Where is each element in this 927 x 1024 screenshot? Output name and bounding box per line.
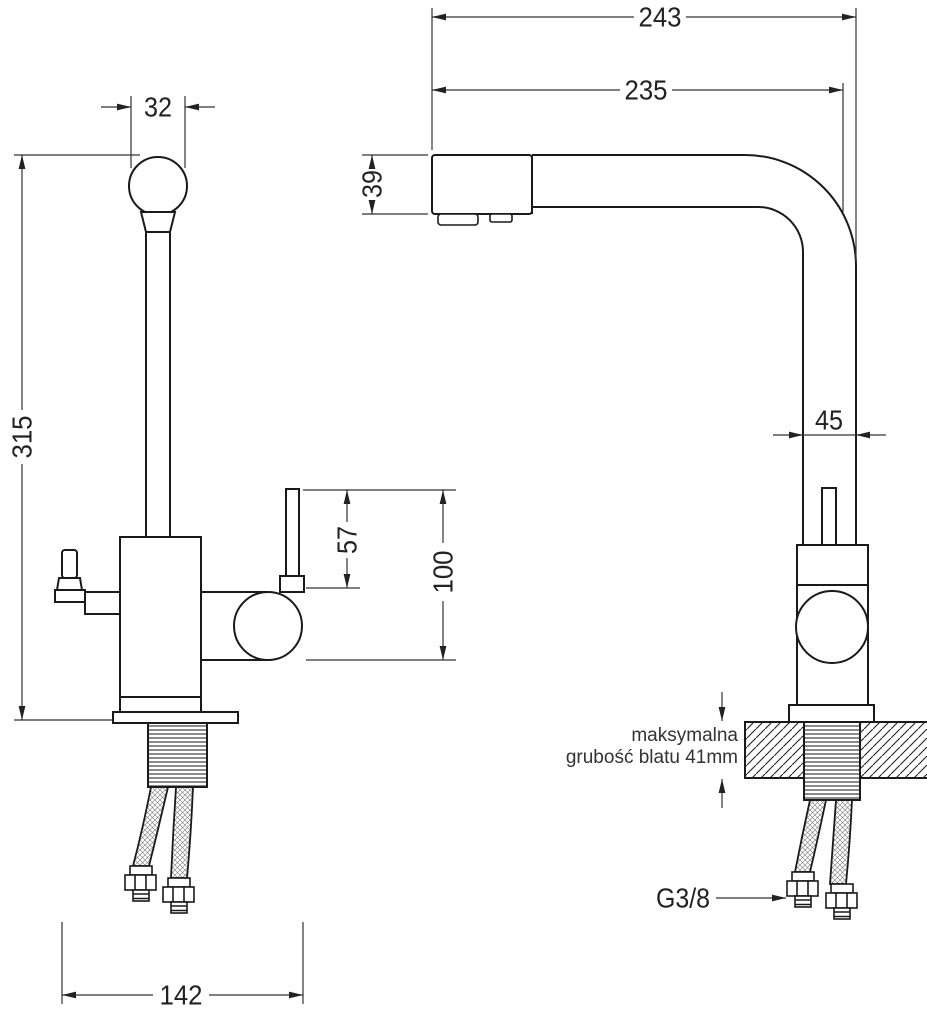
hose-connector	[786, 871, 819, 908]
dim-spout-height-label: 39	[357, 170, 388, 198]
supply-hose	[829, 799, 853, 885]
connector-nut-facets	[796, 881, 809, 896]
dimension-lines	[14, 8, 886, 1004]
dim-reach-outer-label: 243	[639, 2, 682, 33]
dim-outlet-total-label: 100	[428, 551, 459, 594]
connector-ferrule	[167, 877, 191, 888]
counter-thickness-note-line1: maksymalna	[631, 725, 738, 746]
aerator-nub	[489, 213, 513, 223]
supply-hose	[131, 786, 170, 867]
connector-nut	[162, 886, 195, 903]
dimension-labels: 32 315 57 100 142 243 235 39 45 maksymal…	[7, 2, 844, 1011]
swivel-joint-side	[795, 590, 869, 664]
outlet-pipe	[285, 488, 300, 577]
threaded-shank-side	[803, 721, 861, 801]
handle-stick	[821, 487, 837, 545]
riser-pipe	[145, 232, 171, 537]
hose-connector	[124, 865, 157, 902]
countertop-hatch	[860, 723, 927, 777]
dim-base-spread-label: 142	[160, 980, 203, 1011]
connector-nut	[124, 874, 157, 891]
lever-flare	[55, 577, 84, 591]
connector-nut-facets	[134, 875, 147, 890]
connector-thread-lines	[171, 905, 187, 912]
thread-size-label: G3/8	[656, 883, 710, 914]
mounting-flange-side	[788, 704, 875, 723]
supply-hose	[170, 786, 194, 879]
lever-boss	[84, 591, 121, 615]
mounting-flange	[112, 711, 239, 724]
connector-ferrule	[129, 865, 153, 876]
dim-reach-inner-label: 235	[625, 75, 668, 106]
lever-base	[54, 589, 86, 603]
connector-thread-lines	[133, 893, 149, 900]
connector-ferrule	[791, 871, 815, 882]
knob-collar	[139, 211, 177, 233]
outlet-arm	[201, 591, 268, 661]
connector-thread-tip	[833, 907, 851, 920]
spout-head	[431, 154, 533, 215]
side-view	[431, 154, 927, 920]
outlet-collar	[279, 575, 305, 593]
connector-nut-facets	[172, 887, 185, 902]
supply-hose	[793, 799, 828, 873]
connector-ferrule	[830, 883, 854, 894]
connector-thread-tip	[132, 889, 150, 902]
countertop-hatch	[745, 723, 804, 777]
aerator	[437, 213, 479, 226]
lever-tip	[61, 549, 78, 579]
spout-pipe	[532, 154, 857, 545]
connector-nut-facets	[835, 893, 848, 908]
hose-connector	[825, 883, 858, 920]
countertop-outline	[744, 721, 927, 779]
connector-nut	[825, 892, 858, 909]
connector-thread-lines	[795, 899, 811, 906]
connector-thread-tip	[794, 895, 812, 908]
dim-pipe-depth-label: 45	[815, 405, 843, 436]
extension-lines	[14, 8, 857, 1004]
dim-total-height-label: 315	[7, 416, 38, 459]
dim-knob-width-label: 32	[144, 92, 172, 123]
connector-thread-lines	[834, 911, 850, 918]
dim-outlet-upper-label: 57	[332, 526, 363, 554]
counter-thickness-note-line2: grubość blatu 41mm	[566, 747, 738, 768]
outlet-joint	[233, 591, 303, 661]
front-view	[54, 156, 305, 914]
handle-knob	[128, 156, 188, 216]
hose-connector	[162, 877, 195, 914]
connector-nut	[786, 880, 819, 897]
connector-thread-tip	[170, 901, 188, 914]
threaded-shank	[147, 722, 208, 788]
faucet-body	[119, 536, 202, 713]
